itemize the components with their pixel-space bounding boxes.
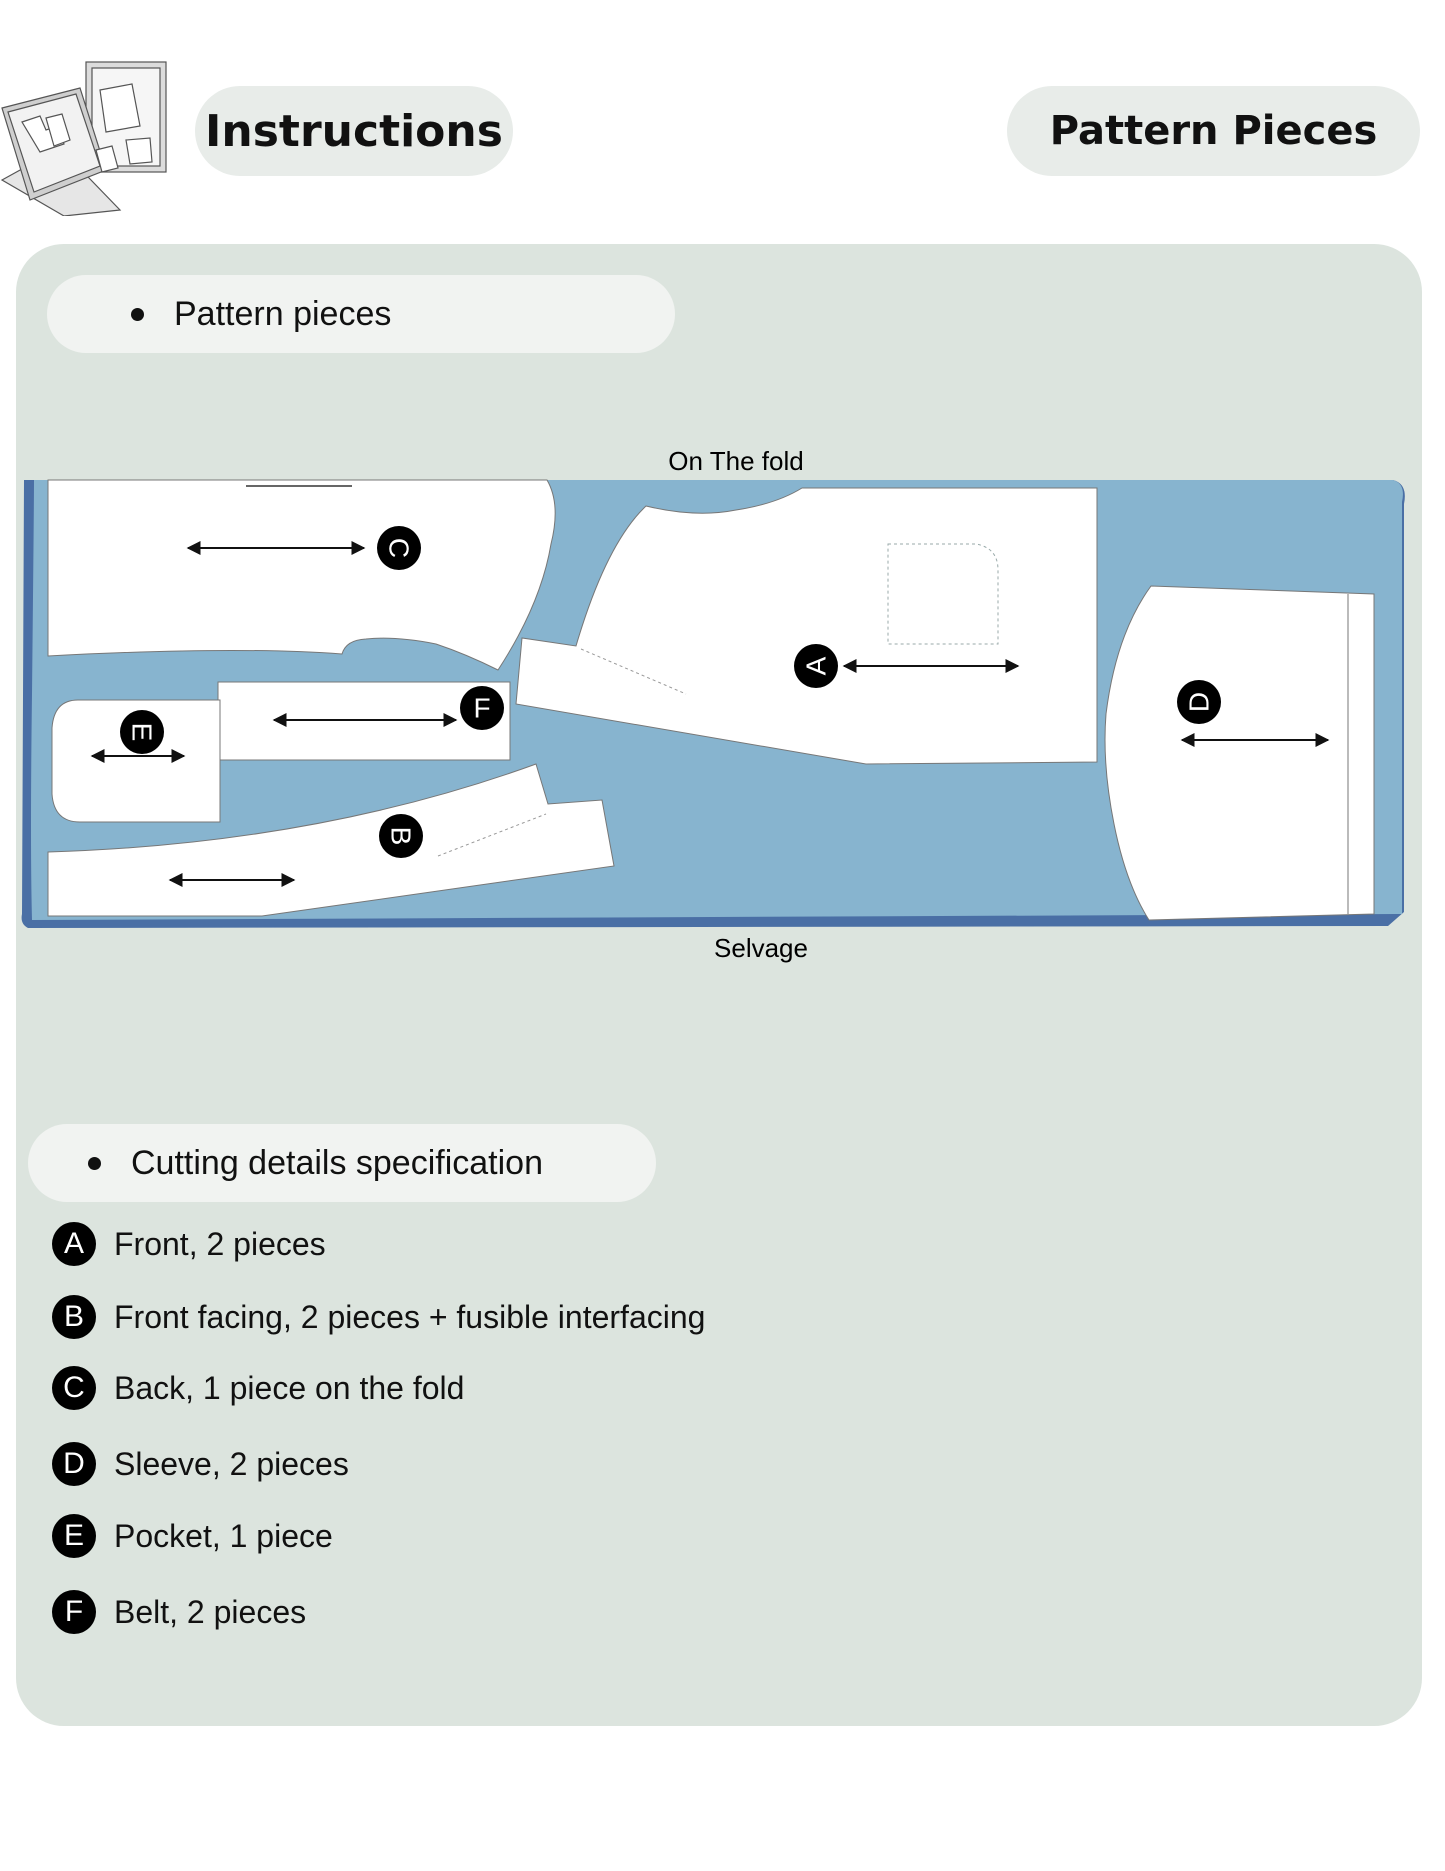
pattern-booklet-logo (0, 61, 167, 216)
cutting-item-d: D Sleeve, 2 pieces (52, 1442, 349, 1486)
svg-text:B: B (386, 827, 417, 846)
cutting-item-text: Belt, 2 pieces (114, 1593, 307, 1630)
svg-text:A: A (801, 656, 832, 675)
piece-label-b: B (379, 814, 423, 858)
selvage-label: Selvage (714, 933, 808, 963)
letter-badge: B (52, 1295, 96, 1339)
piece-label-f: F (460, 686, 504, 730)
svg-text:F: F (473, 693, 490, 724)
svg-text:C: C (384, 538, 415, 558)
bullet-icon (88, 1156, 101, 1170)
letter-badge: E (52, 1514, 96, 1558)
cutting-item-text: Back, 1 piece on the fold (114, 1369, 465, 1406)
section-cutting-details: Cutting details specification (28, 1124, 656, 1202)
cutting-item-text: Front facing, 2 pieces + fusible interfa… (114, 1298, 706, 1335)
piece-sleeve-d (1104, 585, 1375, 921)
piece-label-c: C (377, 526, 421, 570)
cutting-item-a: A Front, 2 pieces (52, 1222, 326, 1266)
piece-back-c (47, 479, 556, 671)
piece-label-e: E (120, 710, 164, 754)
piece-label-a: A (794, 644, 838, 688)
section-pattern-pieces: Pattern pieces (47, 275, 675, 353)
section-title: Pattern pieces (174, 294, 392, 333)
tab-instructions[interactable]: Instructions (195, 86, 513, 176)
cutting-layout-diagram: On The fold Selvage (21, 446, 1405, 963)
piece-front-facing-b (47, 763, 615, 917)
svg-text:E: E (127, 723, 158, 742)
content-panel: Pattern pieces On The fold Selvage (16, 244, 1422, 1726)
letter-badge: D (52, 1442, 96, 1486)
fold-label: On The fold (668, 446, 803, 476)
piece-belt-f (217, 681, 511, 761)
cutting-item-text: Front, 2 pieces (114, 1225, 326, 1262)
piece-label-d: D (1177, 680, 1221, 724)
svg-text:D: D (1184, 692, 1215, 712)
cutting-item-b: B Front facing, 2 pieces + fusible inter… (52, 1295, 705, 1339)
letter-badge: C (52, 1366, 96, 1410)
section-title: Cutting details specification (131, 1143, 544, 1182)
letter-badge: F (52, 1590, 96, 1634)
cutting-item-f: F Belt, 2 pieces (52, 1590, 306, 1634)
cutting-item-text: Pocket, 1 piece (114, 1517, 333, 1554)
cutting-item-text: Sleeve, 2 pieces (114, 1445, 349, 1482)
piece-pocket-e (51, 699, 221, 823)
bullet-icon (131, 307, 144, 321)
letter-badge: A (52, 1222, 96, 1266)
tab-pattern-pieces[interactable]: Pattern Pieces (1007, 86, 1420, 176)
piece-front-a (515, 487, 1098, 765)
cutting-item-e: E Pocket, 1 piece (52, 1514, 333, 1558)
cutting-item-c: C Back, 1 piece on the fold (52, 1366, 464, 1410)
